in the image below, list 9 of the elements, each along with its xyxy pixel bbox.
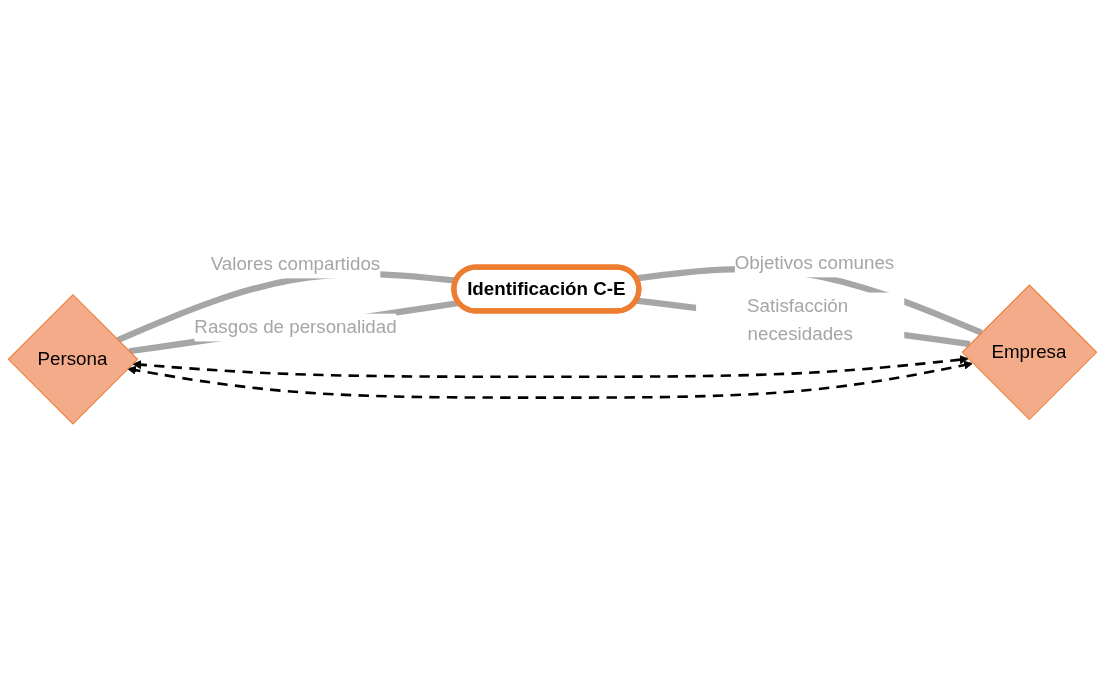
edge-label: Objetivos comunes bbox=[734, 252, 895, 274]
edge-label: Rasgos de personalidad bbox=[194, 316, 397, 338]
edge-label: Valores compartidos bbox=[210, 253, 381, 275]
node-diamond: Empresa bbox=[961, 284, 1098, 421]
arrow bbox=[132, 355, 969, 378]
edge-label: Satisfacción necesidades bbox=[747, 295, 853, 345]
connector bbox=[128, 299, 460, 355]
arrow bbox=[127, 360, 973, 399]
node-diamond: Persona bbox=[7, 293, 139, 425]
